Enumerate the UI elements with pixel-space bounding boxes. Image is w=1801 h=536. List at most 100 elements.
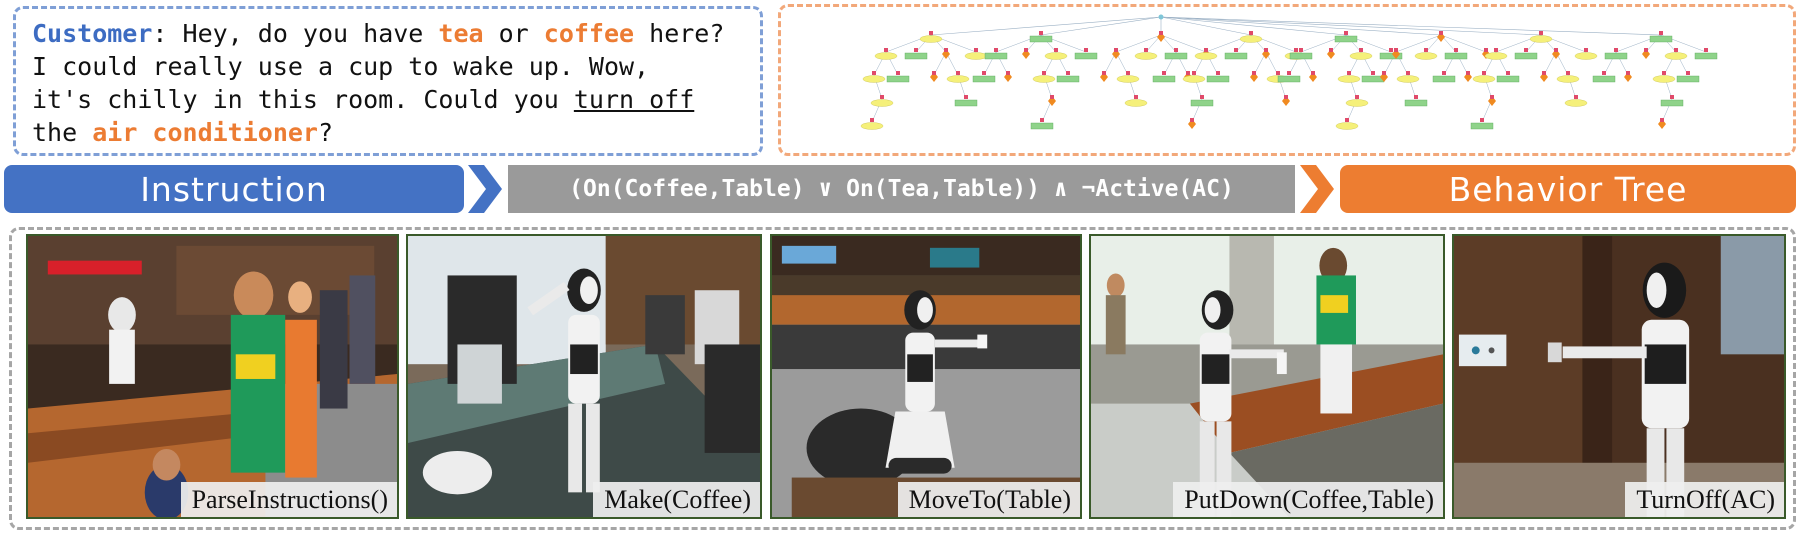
tree-condition-node <box>1345 99 1369 107</box>
tree-sequence-node <box>1284 95 1288 99</box>
behavior-tree-label: Behavior Tree <box>1340 165 1796 213</box>
tree-sequence-node <box>1287 71 1291 75</box>
tree-sequence-node <box>1394 48 1398 52</box>
utterance-text: I could really use a cup to wake up. Wow… <box>32 52 650 81</box>
tree-sequence-node <box>1660 118 1664 122</box>
tree-sequence-node <box>964 95 968 99</box>
tree-sequence-node <box>1084 48 1088 52</box>
tree-condition-node <box>1414 52 1438 60</box>
tree-sequence-node <box>1686 71 1690 75</box>
tree-sequence-node <box>1204 48 1208 52</box>
tree-condition-node <box>1349 52 1373 60</box>
scene-image <box>1091 236 1443 517</box>
behavior-tree-graph <box>860 14 1718 130</box>
tree-action-node <box>1029 35 1053 43</box>
tree-sequence-node <box>1482 71 1486 75</box>
tree-condition-node <box>860 122 884 130</box>
tree-sequence-node <box>1554 48 1558 52</box>
tree-action-node <box>1676 75 1700 83</box>
tree-sequence-node <box>1039 31 1043 35</box>
tree-action-node <box>954 99 978 107</box>
frame-parse-instructions: ParseInstructions() <box>26 234 399 519</box>
tree-condition-node <box>870 99 894 107</box>
tree-sequence-node <box>929 31 933 35</box>
highlighted-keyword: tea <box>438 19 484 48</box>
tree-sequence-node <box>1574 95 1578 99</box>
tree-condition-node <box>1564 99 1588 107</box>
tree-condition-node <box>1182 75 1206 83</box>
chevron-right-icon <box>468 165 502 213</box>
tree-action-node <box>1277 75 1301 83</box>
tree-sequence-node <box>982 71 986 75</box>
tree-condition-node <box>1396 75 1420 83</box>
tree-sequence-node <box>1490 95 1494 99</box>
tree-action-node <box>1592 75 1616 83</box>
tree-condition-node <box>919 35 943 43</box>
customer-utterance: Customer: Hey, do you have tea or coffee… <box>32 17 744 149</box>
tree-condition-node <box>874 52 898 60</box>
tree-condition-node <box>946 75 970 83</box>
tree-action-node <box>1206 75 1230 83</box>
tree-action-node <box>1470 122 1494 130</box>
tree-sequence-node <box>1439 31 1443 35</box>
tree-sequence-node <box>1040 118 1044 122</box>
tree-sequence-node <box>1234 48 1238 52</box>
tree-sequence-node <box>1102 71 1106 75</box>
tree-edge <box>1395 34 1442 53</box>
tree-condition-node <box>1652 75 1676 83</box>
tree-condition-node <box>1116 75 1140 83</box>
frame-put-down-coffee: PutDown(Coffee,Table) <box>1089 234 1445 519</box>
utterance-text: or <box>483 19 544 48</box>
frame-caption: Make(Coffee) <box>593 482 760 517</box>
tree-sequence-node <box>1382 71 1386 75</box>
utterance-text: the <box>32 118 93 147</box>
tree-condition-node <box>1529 35 1553 43</box>
tree-sequence-node <box>880 95 884 99</box>
scene-image <box>772 236 1080 517</box>
frame-turn-off-ac: TurnOff(AC) <box>1452 234 1786 519</box>
tree-sequence-node <box>1162 71 1166 75</box>
highlighted-keyword: coffee <box>543 19 635 48</box>
tree-sequence-node <box>944 48 948 52</box>
tree-edge <box>1160 16 1662 36</box>
tree-action-node <box>1660 99 1684 107</box>
tree-sequence-node <box>1626 71 1630 75</box>
highlighted-keyword: air conditioner <box>92 118 318 147</box>
tree-action-node <box>1030 122 1054 130</box>
tree-condition-node <box>1134 52 1158 60</box>
frame-caption: PutDown(Coffee,Table) <box>1173 482 1443 517</box>
tree-sequence-node <box>1126 71 1130 75</box>
tree-sequence-node <box>1216 71 1220 75</box>
tree-action-node <box>1190 99 1214 107</box>
tree-condition-node <box>964 52 988 60</box>
tree-sequence-node <box>1050 95 1054 99</box>
tree-sequence-node <box>1066 71 1070 75</box>
tree-edge <box>1115 34 1162 53</box>
tree-action-node <box>1404 99 1428 107</box>
tree-sequence-node <box>1264 48 1268 52</box>
tree-edge <box>1160 16 1542 36</box>
tree-sequence-node <box>1644 48 1648 52</box>
tree-sequence-node <box>914 48 918 52</box>
tree-edge <box>930 16 1162 36</box>
scene-image <box>408 236 760 517</box>
tree-sequence-node <box>1566 71 1570 75</box>
tree-action-node <box>1496 75 1520 83</box>
tree-action-node <box>1694 52 1718 60</box>
behavior-tree-preview <box>778 4 1796 156</box>
tree-action-node <box>1444 52 1468 60</box>
tree-sequence-node <box>1249 31 1253 35</box>
tree-sequence-node <box>974 48 978 52</box>
tree-sequence-node <box>1494 48 1498 52</box>
scene-image <box>1454 236 1784 517</box>
utterance-text: here? <box>634 19 725 48</box>
tree-condition-node <box>1335 122 1359 130</box>
tree-condition-node <box>1664 52 1688 60</box>
frame-caption: ParseInstructions() <box>180 482 397 517</box>
tree-action-node <box>1649 35 1673 43</box>
utterance-text: ? <box>318 118 334 147</box>
tree-action-node <box>1152 75 1176 83</box>
instruction-label: Instruction <box>4 165 464 213</box>
tree-condition-node <box>1124 99 1148 107</box>
tree-sequence-node <box>872 71 876 75</box>
